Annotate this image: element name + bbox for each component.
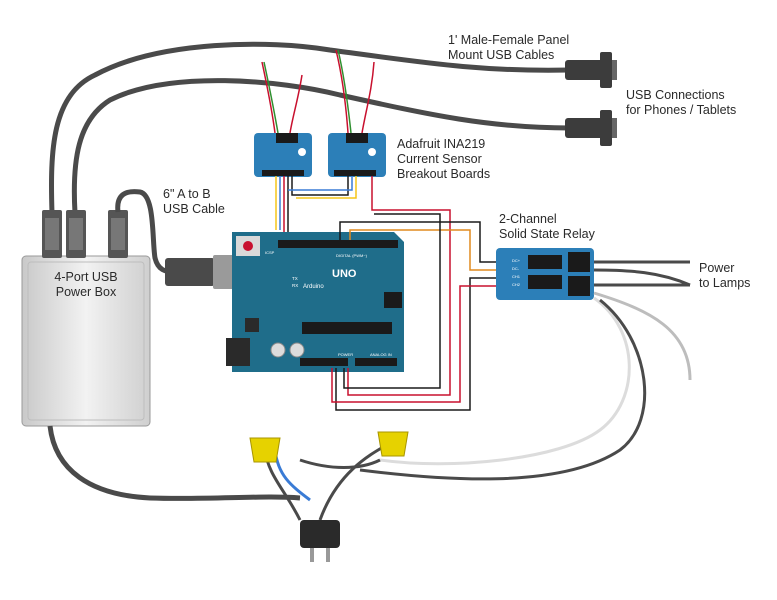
power-box-usb-plugs [42,210,128,258]
relay-pin-ch2: CH2 [512,282,521,287]
label-relay-line1: 2-Channel [499,212,557,226]
label-relay: 2-Channel Solid State Relay [499,212,595,242]
solid-state-relay-board [496,248,594,300]
sensor-splice-wires [261,49,375,134]
label-power-box-line2: Power Box [55,285,117,299]
power-box-cord [47,425,301,501]
label-power-lamps-line2: to Lamps [699,276,751,290]
label-sensors: Adafruit INA219 Current Sensor Breakout … [397,137,490,182]
label-relay-line2: Solid State Relay [499,227,595,241]
arduino-power-label: POWER [338,352,353,357]
usb-panel-mount-bottom [565,110,617,146]
mains-wiring [263,438,396,521]
label-usb-panel-cables-line1: 1' Male-Female Panel [448,33,570,47]
ina219-sensor-right [328,133,386,177]
arduino-logo-text: UNO [332,268,357,280]
label-power-box-line1: 4-Port USB [54,270,118,284]
arduino-digital-label: DIGITAL (PWM~) [336,253,368,258]
label-sensors-line3: Breakout Boards [397,167,491,181]
usb-power-box [21,255,151,427]
arduino-brand-text: Arduino [303,284,324,290]
lamp-power-cables [359,260,692,481]
mains-plug [300,520,340,562]
label-usb-panel-cables: 1' Male-Female Panel Mount USB Cables [448,33,569,63]
label-usb-connections-line1: USB Connections [626,88,725,102]
label-usb-connections: USB Connections for Phones / Tablets [626,88,736,118]
label-usb-connections-line2: for Phones / Tablets [626,103,737,117]
relay-pin-ch1: CH1 [512,274,521,279]
relay-pin-dcplus: DC+ [512,258,521,263]
label-sensors-line1: Adafruit INA219 [397,137,486,151]
label-ab-cable-line2: USB Cable [163,202,225,216]
usb-a-to-b-cable [115,189,176,275]
usb-cable-bottom [71,78,573,216]
usb-b-plug [165,255,237,289]
label-power-lamps: Power to Lamps [699,261,750,291]
sensor-arduino-wires [275,176,496,396]
label-power-lamps-line1: Power [699,261,735,275]
usb-panel-mount-top [565,52,617,88]
usb-cable-top [48,41,573,216]
arduino-rx-label: RX [292,283,298,288]
label-usb-panel-cables-line2: Mount USB Cables [448,48,555,62]
wire-nut-right [377,431,409,457]
label-power-box: 4-Port USB Power Box [40,270,132,300]
ina219-sensor-left [254,133,312,177]
usb-panel-cables [48,41,573,216]
arduino-uno-board [226,232,404,372]
arduino-tx-label: TX [292,276,298,281]
label-ab-cable: 6" A to B USB Cable [163,187,225,217]
wire-nut-left [249,437,281,463]
label-ab-cable-line1: 6" A to B [163,187,211,201]
arduino-relay-power-wires [331,213,496,411]
arduino-icsp-label: ICSP [265,250,275,255]
label-sensors-line2: Current Sensor [397,152,482,166]
arduino-analog-label: ANALOG IN [370,352,392,357]
relay-pin-dcminus: DC- [512,266,520,271]
